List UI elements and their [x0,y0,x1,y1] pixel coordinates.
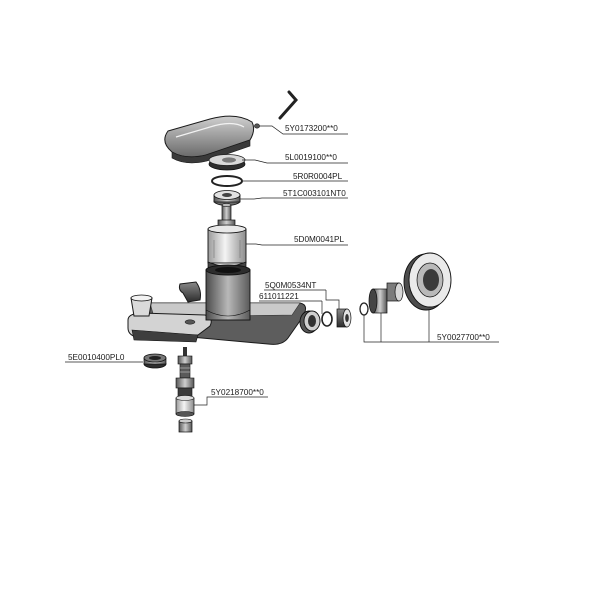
part-label-wall-connection-kit: 5Y0027700**0 [437,333,490,342]
connector-fitting [336,308,352,328]
decorative-cap [208,154,246,171]
part-label-lock-nut: 5T1C003101NT0 [283,189,346,198]
part-label-cartridge: 5D0M0041PL [294,235,345,244]
diverter-cap [178,418,193,433]
aerator [143,353,167,369]
part-label-washer: 611011221 [259,292,299,301]
set-screw [254,123,260,129]
eccentric-fitting [368,282,404,314]
part-label-o-ring: 5R0R0004PL [293,172,343,181]
lever-handle [164,115,255,164]
cartridge [207,203,247,272]
faucet-body [127,264,306,345]
part-label-union-nut: 5Q0M0534NT [265,281,316,290]
leader-lines [65,125,499,406]
part-label-cap: 5L0019100**0 [285,153,337,162]
seal-ring [359,302,369,316]
o-ring [211,175,243,187]
spout-tip [130,294,153,317]
allen-key [278,90,298,120]
diverter-assembly [175,347,195,417]
part-label-lever-handle: 5Y0173200**0 [285,124,338,133]
part-label-aerator: 5E0010400PL0 [68,353,125,362]
wall-flange [403,252,452,311]
part-label-diverter: 5Y0218700**0 [211,388,264,397]
union-nut [299,310,321,334]
washer [321,311,333,327]
